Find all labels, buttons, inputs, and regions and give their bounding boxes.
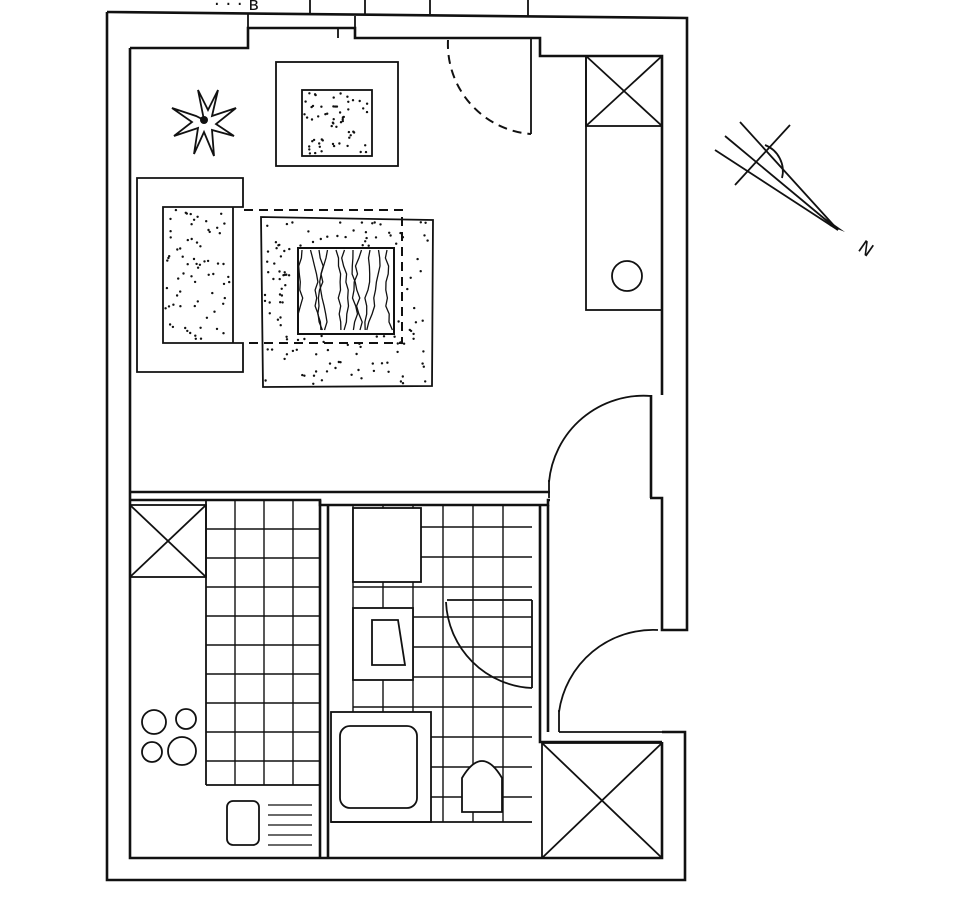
plant-icon (171, 89, 237, 157)
top-fragment-label: · · · в (214, 0, 259, 15)
sink-basin (611, 260, 643, 292)
wardrobe-shaft (541, 742, 663, 859)
table-outline (244, 209, 403, 344)
wardrobe (585, 55, 663, 311)
north-arrow-icon (714, 121, 845, 232)
kitchen-tiles (206, 500, 320, 785)
bathroom-cabinet (352, 507, 422, 583)
toilet (461, 760, 503, 813)
top-window (247, 0, 529, 38)
sofa (136, 177, 244, 373)
north-letter: N (854, 237, 877, 262)
bathroom-door (445, 599, 533, 689)
kitchen-shaft (129, 504, 207, 578)
living-room-door (548, 394, 652, 498)
coffee-table (297, 247, 395, 335)
partition-wall (130, 490, 662, 858)
stove-burners (141, 708, 197, 766)
armchair (275, 61, 399, 167)
kitchen-sink (226, 800, 312, 846)
balcony-door (446, 38, 532, 135)
washbasin (352, 607, 414, 681)
bathtub (330, 711, 432, 823)
entrance-door (558, 629, 662, 733)
